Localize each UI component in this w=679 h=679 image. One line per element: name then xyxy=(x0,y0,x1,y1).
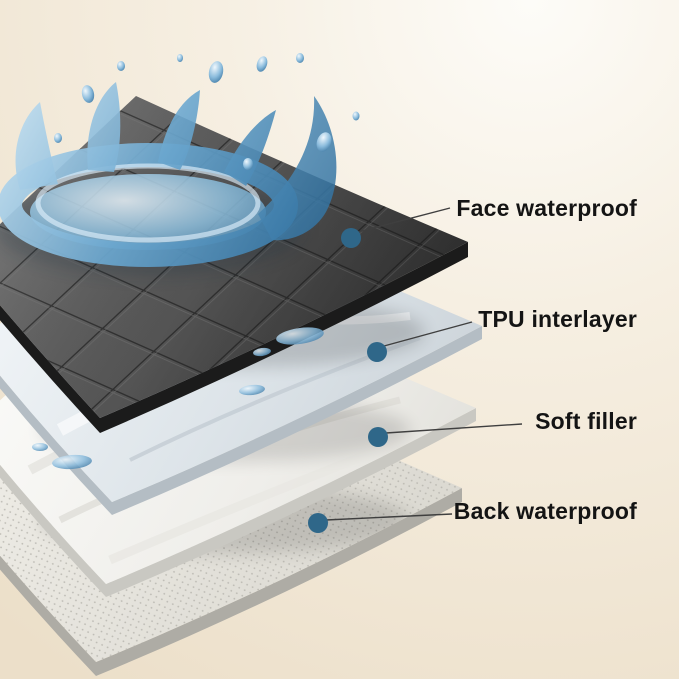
callout-line xyxy=(357,207,451,233)
splash-pool xyxy=(30,174,266,250)
callout-line xyxy=(383,321,473,347)
callout-line xyxy=(325,513,453,521)
callout-tpu-interlayer: TPU interlayer xyxy=(367,306,637,362)
callout-dot xyxy=(308,513,328,533)
callout-soft-filler: Soft filler xyxy=(368,408,637,447)
splash-spike xyxy=(224,110,276,186)
splash-ring-highlight xyxy=(35,163,261,243)
splash-spike xyxy=(15,102,58,190)
callout-face-waterproof: Face waterproof xyxy=(341,195,637,248)
callout-label-soft-filler: Soft filler xyxy=(535,408,637,434)
callout-label-face-waterproof: Face waterproof xyxy=(456,195,637,221)
splash-spike xyxy=(158,90,200,170)
splash-swoosh xyxy=(258,96,337,241)
callout-dot xyxy=(368,427,388,447)
callout-dot xyxy=(341,228,361,248)
callout-back-waterproof: Back waterproof xyxy=(308,498,637,533)
callout-label-tpu-interlayer: TPU interlayer xyxy=(478,306,637,332)
water-splash xyxy=(0,53,360,470)
layer-droplets xyxy=(32,327,324,470)
splash-spike xyxy=(87,82,121,172)
callout-label-back-waterproof: Back waterproof xyxy=(454,498,637,524)
callout-line xyxy=(385,423,523,434)
callout-dot xyxy=(367,342,387,362)
splash-droplets xyxy=(54,53,360,170)
